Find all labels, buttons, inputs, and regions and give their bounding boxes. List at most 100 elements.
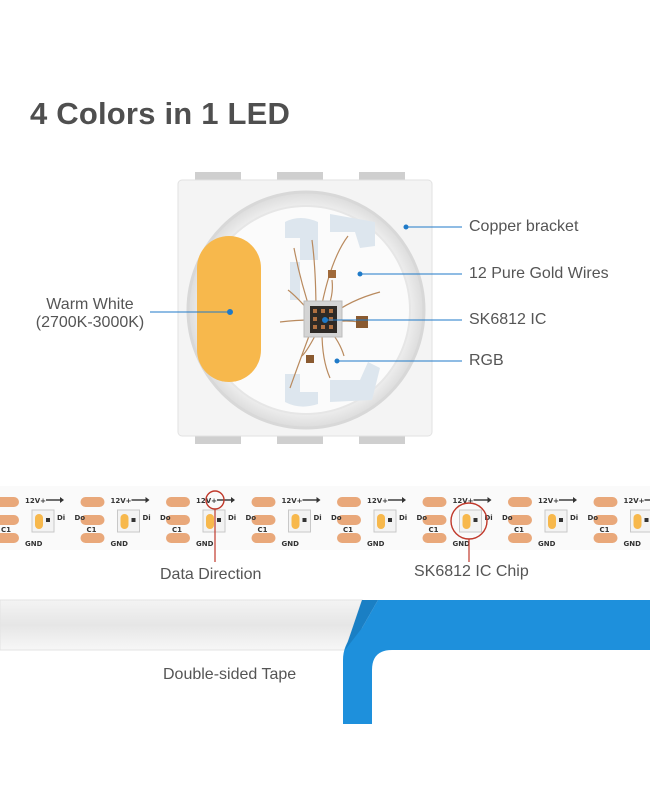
copper-bracket-label: Copper bracket [469, 218, 579, 235]
solder-pad [0, 497, 19, 507]
data-arrow-head [487, 497, 492, 503]
strip-di-label: Di [485, 514, 493, 522]
strip-plus-label: 12V+ [624, 497, 645, 505]
strip-led-warm [35, 514, 43, 529]
strip-gnd-label: GND [367, 540, 385, 548]
strip-gnd-label: GND [111, 540, 129, 548]
double-sided-tape [0, 599, 650, 724]
data-arrow-head [231, 497, 235, 503]
strip-led-warm [206, 514, 214, 529]
strip-led-warm [291, 514, 300, 529]
ic-chip-label: SK6812 IC Chip [414, 563, 529, 580]
strip-led-warm [462, 514, 471, 529]
strip-led-ic [388, 518, 392, 522]
strip-led-ic [302, 518, 307, 522]
strip-led-warm [377, 514, 385, 529]
strip-c1-label: C1 [514, 526, 524, 534]
strip-led-warm [120, 514, 129, 529]
data-arrow-head [402, 497, 406, 503]
strip-led-ic [217, 518, 221, 522]
tape-backing-blue [343, 600, 650, 724]
rgb-label: RGB [469, 352, 504, 369]
strip-plus-label: 12V+ [538, 497, 559, 505]
data-arrow-head [573, 497, 577, 503]
solder-pad [80, 533, 105, 543]
strip-do-label: Do [331, 514, 342, 522]
strip-plus-label: 12V+ [453, 497, 474, 505]
strip-plus-label: 12V+ [367, 497, 388, 505]
strip-c1-label: C1 [600, 526, 610, 534]
data-direction-label: Data Direction [160, 566, 262, 583]
solder-pad [508, 515, 532, 525]
copper-bracket [285, 214, 380, 407]
strip-led-warm [548, 514, 556, 529]
strip-do-label: Do [417, 514, 428, 522]
solder-pad [593, 497, 618, 507]
rgb-chip-top [328, 270, 336, 278]
data-arrow-head [60, 497, 64, 503]
strip-gnd-label: GND [196, 540, 214, 548]
solder-pad [337, 533, 361, 543]
solder-pad [508, 497, 532, 507]
solder-pad [251, 515, 276, 525]
strip-c1-label: C1 [87, 526, 97, 534]
strip-do-label: Do [75, 514, 86, 522]
strip-c1-label: C1 [1, 526, 11, 534]
solder-pad [422, 533, 447, 543]
strip-di-label: Di [570, 514, 578, 522]
rgb-chip-right [356, 316, 368, 328]
strip-c1-label: C1 [343, 526, 353, 534]
solder-pad [593, 533, 618, 543]
strip-di-label: Di [228, 514, 236, 522]
strip-plus-label: 12V+ [25, 497, 46, 505]
strip-do-label: Do [246, 514, 257, 522]
strip-led-ic [46, 518, 50, 522]
data-arrow-head [316, 497, 321, 503]
warm-white-phosphor [197, 236, 261, 382]
tape-label: Double-sided Tape [163, 666, 297, 683]
strip-gnd-label: GND [624, 540, 642, 548]
strip-gnd-label: GND [282, 540, 300, 548]
strip-di-label: Di [399, 514, 407, 522]
solder-pad [251, 497, 276, 507]
strip-do-label: Do [160, 514, 171, 522]
solder-pad [80, 497, 105, 507]
data-arrow-head [145, 497, 150, 503]
strip-c1-label: C1 [429, 526, 439, 534]
solder-pad [337, 497, 361, 507]
warm-white-label: Warm White (2700K-3000K) [20, 296, 160, 332]
gold-wires-label: 12 Pure Gold Wires [469, 265, 609, 282]
solder-pad [0, 533, 19, 543]
leader-lines [150, 224, 462, 364]
solder-pad [166, 515, 190, 525]
solder-pad [337, 515, 361, 525]
strip-plus-label: 12V+ [282, 497, 303, 505]
strip-led-ic [644, 518, 649, 522]
solder-pad [0, 515, 19, 525]
solder-pad [166, 497, 190, 507]
strip-di-label: Di [314, 514, 322, 522]
strip-di-label: Di [57, 514, 65, 522]
warm-white-label-line2: (2700K-3000K) [35, 314, 145, 331]
solder-pad [251, 533, 276, 543]
strip-c1-label: C1 [258, 526, 268, 534]
led-pins [195, 172, 405, 444]
strip-gnd-label: GND [25, 540, 43, 548]
rgb-chip-bottom [306, 355, 314, 363]
strip-led-ic [131, 518, 136, 522]
solder-pad [422, 515, 447, 525]
ic-label: SK6812 IC [469, 311, 547, 328]
solder-pad [80, 515, 105, 525]
warm-white-label-line1: Warm White [46, 296, 134, 313]
solder-pad [422, 497, 447, 507]
page-title: 4 Colors in 1 LED [30, 96, 291, 131]
strip-plus-label: 12V+ [111, 497, 132, 505]
strip-led-ic [559, 518, 563, 522]
strip-do-label: Do [502, 514, 513, 522]
strip-gnd-label: GND [453, 540, 471, 548]
solder-pad [593, 515, 618, 525]
strip-led-warm [633, 514, 642, 529]
strip-gnd-label: GND [538, 540, 556, 548]
strip-di-label: Di [143, 514, 151, 522]
